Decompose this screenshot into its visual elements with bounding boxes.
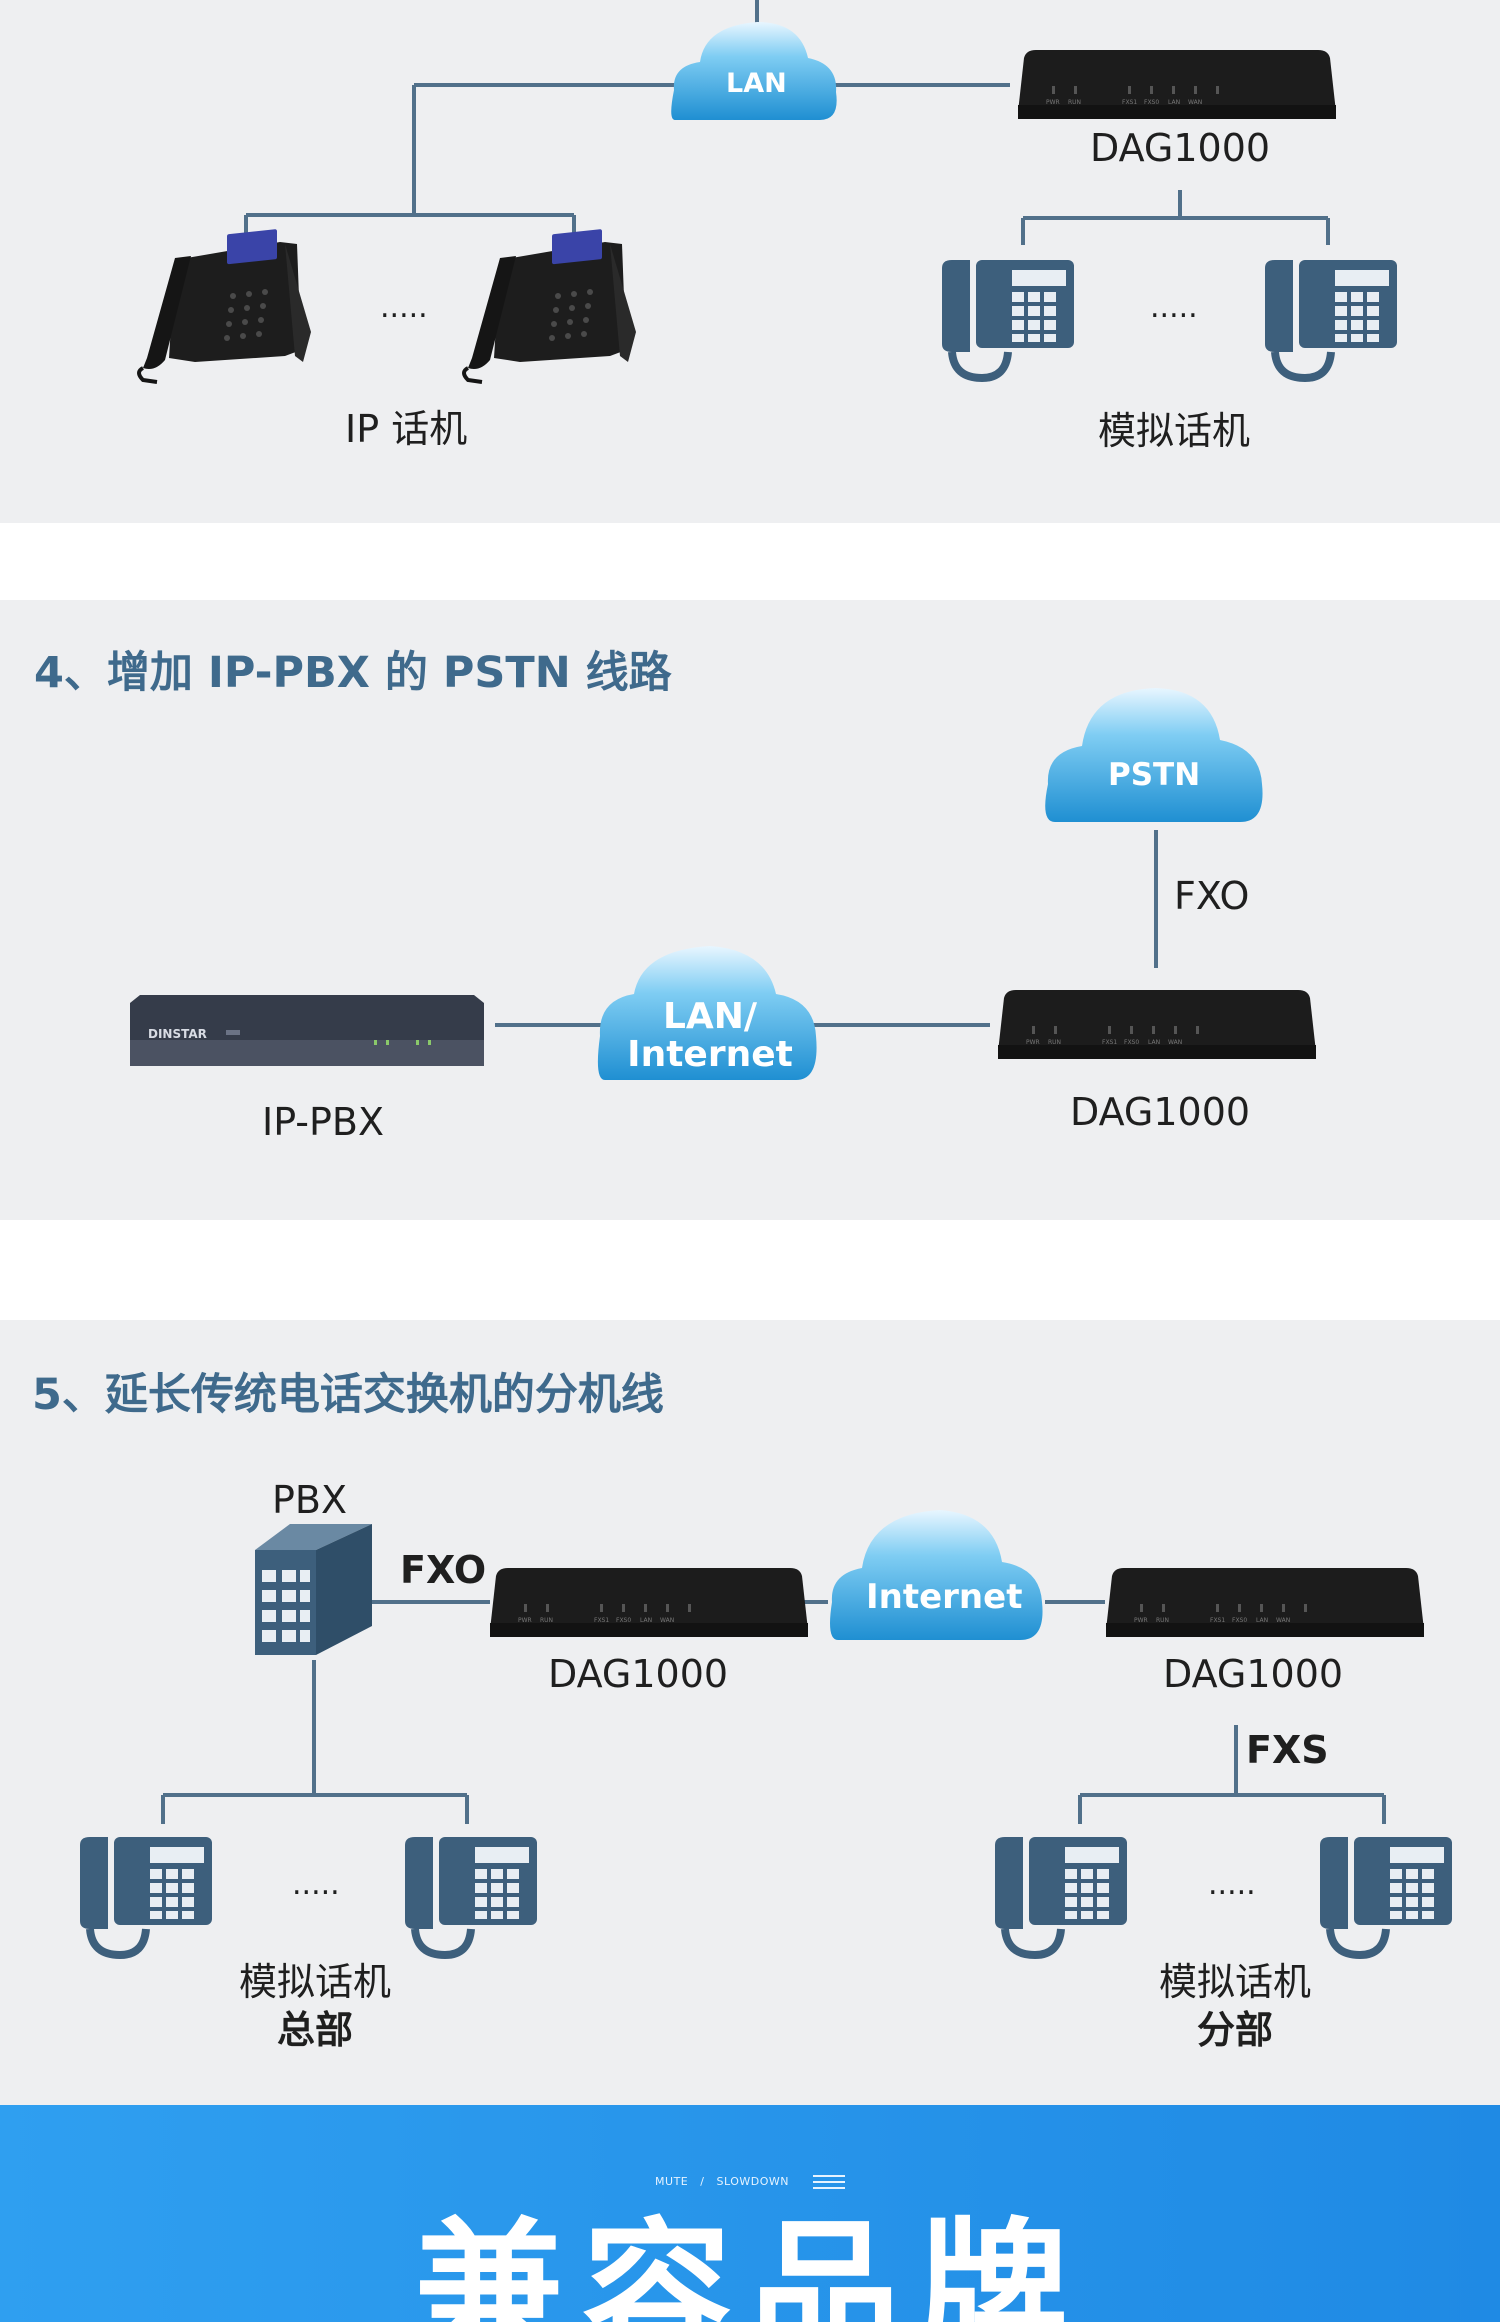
pbx-label: PBX [272,1478,347,1522]
menu-icon[interactable] [813,2175,845,2189]
analog-label: 模拟话机 [220,1958,410,2006]
gateway-label: DAG1000 [1090,126,1270,170]
gateway-label: DAG1000 [1070,1090,1250,1134]
nav-separator: / [700,2175,704,2188]
fxs-label: FXS [1246,1728,1329,1772]
gateway-label-left: DAG1000 [548,1652,728,1696]
gateway-device-icon [1106,1568,1424,1637]
ippbx-brand-label: DINSTAR [148,1027,207,1041]
compatible-brands-banner: MUTE / SLOWDOWN 兼容品牌 [0,2105,1500,2322]
hq-label: 总部 [220,2006,410,2054]
branch-label: 分部 [1140,2006,1330,2054]
fxo-label: FXO [1174,874,1249,918]
compatible-brands-title: 兼容品牌 [0,2217,1500,2322]
lan-cloud-line2: Internet [620,1036,800,1074]
cloud-icon [1045,688,1262,822]
internet-cloud-label: Internet [866,1577,1022,1617]
slowdown-link[interactable]: SLOWDOWN [716,2175,789,2188]
analog-phone-icon [405,1837,537,1955]
gateway-device-icon [1018,50,1336,119]
footer-nav: MUTE / SLOWDOWN [0,2175,1500,2189]
analog-phone-icon [1265,260,1397,378]
analog-phones-label: 模拟话机 [1098,400,1250,455]
dots-label: ..... [292,1867,340,1902]
analog-phone-icon [995,1837,1127,1955]
pstn-cloud-label: PSTN [1108,757,1200,793]
analog-label: 模拟话机 [1140,1958,1330,2006]
dots-label: ..... [1208,1867,1256,1902]
ip-phones-label: IP 话机 [345,398,467,453]
lan-cloud-line1: LAN/ [620,998,800,1036]
dots-label: ..... [1150,290,1198,325]
gateway-label-right: DAG1000 [1163,1652,1343,1696]
pbx-building-icon [255,1524,372,1655]
gateway-device-icon [490,1568,808,1637]
section5-title: 5、延长传统电话交换机的分机线 [32,1360,664,1422]
gateway-device-icon [998,990,1316,1059]
analog-phone-icon [942,260,1074,378]
fxo-label: FXO [400,1548,486,1592]
section4-title: 4、增加 IP-PBX 的 PSTN 线路 [34,638,672,700]
ip-phone-icon [464,229,636,382]
analog-phones-branch-label: 模拟话机 分部 [1140,1958,1330,2054]
ippbx-label: IP-PBX [262,1100,384,1144]
cloud-icon [830,1510,1043,1640]
lan-internet-cloud-label: LAN/ Internet [620,998,800,1074]
analog-phones-hq-label: 模拟话机 总部 [220,1958,410,2054]
mute-link[interactable]: MUTE [655,2175,688,2188]
lan-cloud-label: LAN [726,68,787,99]
analog-phone-icon [80,1837,212,1955]
ip-phone-icon [139,229,311,382]
analog-phone-icon [1320,1837,1452,1955]
dots-label: ..... [380,290,428,325]
